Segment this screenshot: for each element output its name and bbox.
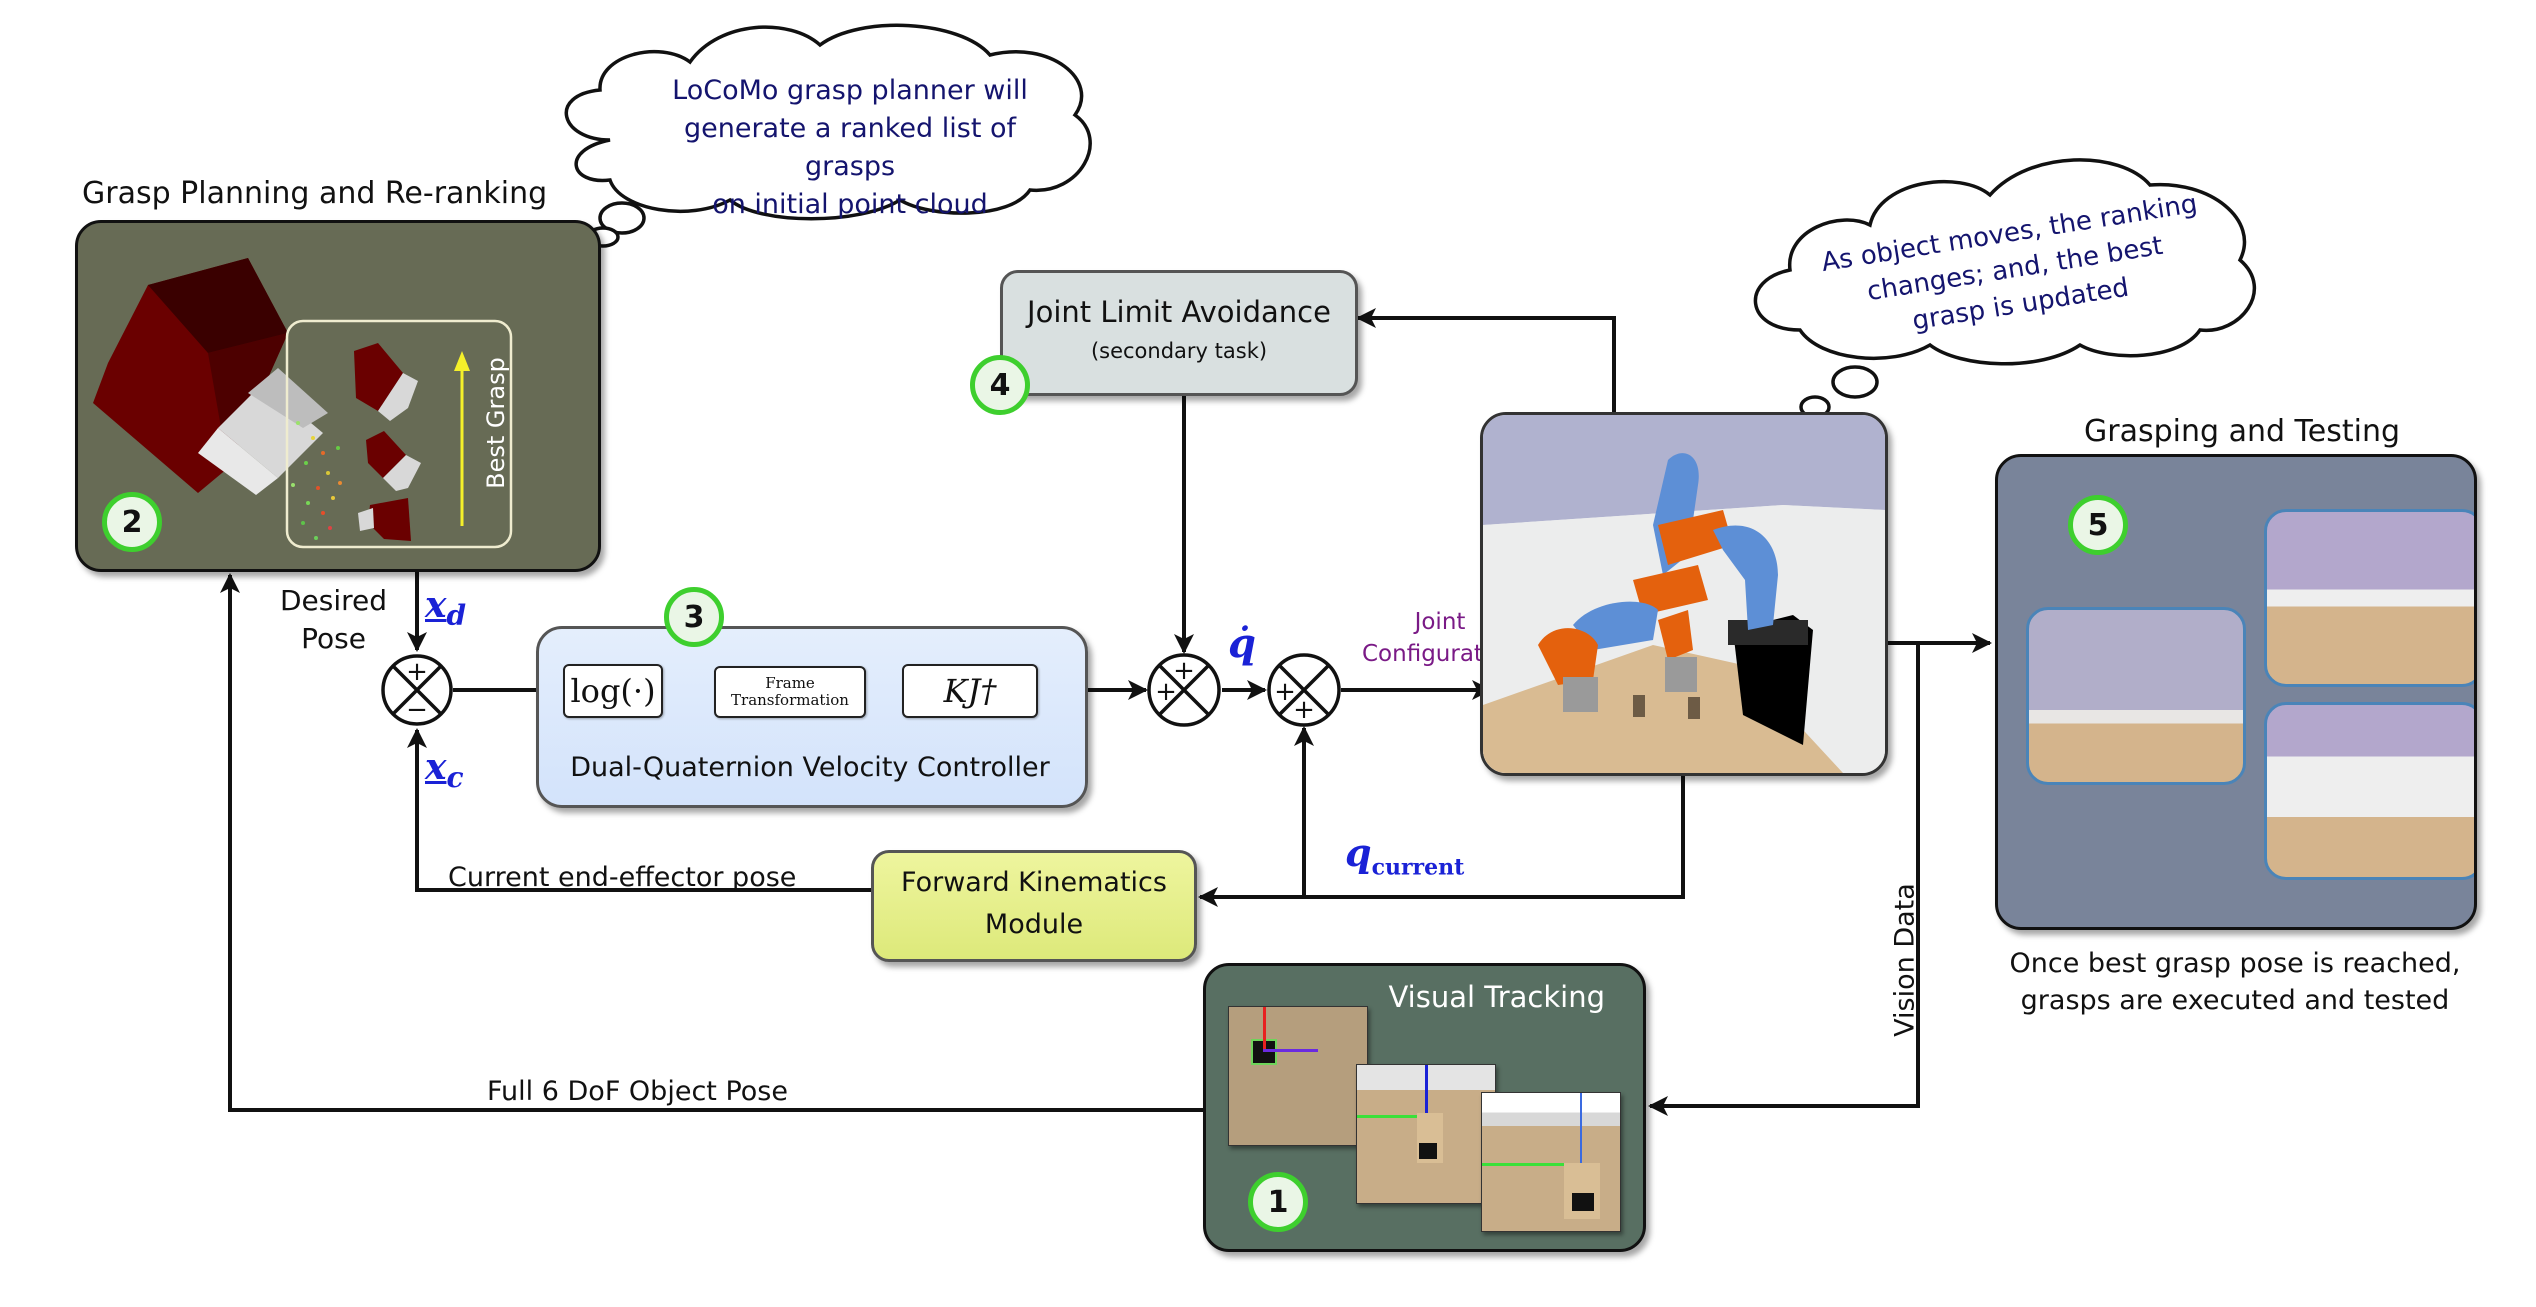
wire-robot-joint-limit xyxy=(1356,308,1616,412)
current-ee-pose-label: Current end-effector pose xyxy=(448,862,797,893)
axis-y-icon xyxy=(1357,1115,1427,1118)
x-c-symbol: xc xyxy=(425,746,464,794)
x-d-subscript: d xyxy=(446,599,467,633)
axis-z-icon xyxy=(1580,1093,1582,1163)
frame-block-line: Frame xyxy=(765,674,815,692)
q-dot-symbol: q̇ xyxy=(1228,620,1256,667)
axis-x-icon xyxy=(1263,1007,1266,1049)
best-grasp-arrowhead-icon xyxy=(454,351,470,371)
grasp-planning-panel: Best Grasp xyxy=(75,220,601,572)
fiducial-marker-icon xyxy=(1419,1143,1437,1159)
grasp-test-scene-2 xyxy=(2264,509,2474,687)
sum-junction-1 xyxy=(381,654,453,726)
best-grasp-label: Best Grasp xyxy=(482,357,510,489)
sum-junction-3 xyxy=(1267,653,1341,727)
thought-line: generate a ranked list of grasps xyxy=(683,113,1017,182)
sum1-plus: + xyxy=(406,657,428,687)
step-badge-1: 1 xyxy=(1248,1172,1308,1232)
sum1-minus: − xyxy=(406,695,428,725)
controller-title: Dual-Quaternion Velocity Controller xyxy=(570,752,1050,783)
tracking-frame-2 xyxy=(1356,1064,1496,1204)
sum2-plus-top: + xyxy=(1173,656,1195,686)
joint-limit-title: Joint Limit Avoidance xyxy=(1027,295,1331,329)
joint-config-line: Joint xyxy=(1414,609,1466,635)
wire-current-ee-pose xyxy=(407,728,871,892)
caption-line: Once best grasp pose is reached, xyxy=(2009,948,2461,979)
axis-z-icon xyxy=(1425,1065,1428,1115)
robot-render xyxy=(1483,415,1885,773)
step-badge-2: 2 xyxy=(102,492,162,552)
axis-y-icon xyxy=(1482,1163,1582,1166)
joint-limit-panel: Joint Limit Avoidance (secondary task) xyxy=(1000,270,1358,396)
fk-title-line: Module xyxy=(984,909,1084,940)
axis-z-icon xyxy=(1263,1049,1318,1052)
grasp-planning-title: Grasp Planning and Re-ranking xyxy=(82,176,548,211)
robot-simulation-panel xyxy=(1480,412,1888,776)
grasping-testing-caption: Once best grasp pose is reached, grasps … xyxy=(1995,945,2475,1019)
grasp-test-scene-1 xyxy=(2026,607,2246,785)
grasping-testing-title: Grasping and Testing xyxy=(2084,414,2401,449)
x-c-base: x xyxy=(425,746,447,788)
q-current-subscript: current xyxy=(1371,854,1465,881)
frame-block-line: Transformation xyxy=(731,691,849,709)
point-cloud xyxy=(291,421,342,540)
kj-pseudoinverse-block: KJ† xyxy=(902,664,1038,718)
x-d-base: x xyxy=(425,584,447,626)
grasp-test-scene-3 xyxy=(2264,702,2474,880)
q-current-symbol: qcurrent xyxy=(1345,830,1464,881)
sum-junction-2 xyxy=(1147,653,1221,727)
step-badge-5: 5 xyxy=(2068,495,2128,555)
wire-full-6dof xyxy=(220,573,1205,1112)
joint-limit-subtitle: (secondary task) xyxy=(1090,339,1268,363)
visual-tracking-title: Visual Tracking xyxy=(1388,980,1605,1014)
sum3-plus-bottom: + xyxy=(1293,695,1315,725)
thought-line: LoCoMo grasp planner will xyxy=(672,75,1028,106)
grasping-testing-panel xyxy=(1995,454,2477,930)
tracking-frame-1 xyxy=(1228,1006,1368,1146)
thought-line: on initial point cloud xyxy=(712,189,988,220)
frame-transformation-block: Frame Transformation xyxy=(714,666,866,718)
tracking-frame-3 xyxy=(1481,1092,1621,1232)
x-c-subscript: c xyxy=(446,761,464,795)
caption-line: grasps are executed and tested xyxy=(2020,985,2450,1016)
log-block: log(·) xyxy=(563,664,663,718)
sum3-plus-left: + xyxy=(1274,677,1296,707)
fiducial-marker-icon xyxy=(1572,1193,1594,1211)
wire-vision-data xyxy=(1648,643,1920,1116)
full-6dof-label: Full 6 DoF Object Pose xyxy=(487,1076,788,1107)
desired-pose-line: Pose xyxy=(301,622,366,655)
desired-pose-line: Desired xyxy=(280,584,388,617)
step-badge-4: 4 xyxy=(970,355,1030,415)
grasp-render xyxy=(93,258,513,549)
sum2-plus-left: + xyxy=(1155,677,1177,707)
x-d-symbol: xd xyxy=(425,584,466,632)
forward-kinematics-panel: Forward Kinematics Module xyxy=(871,850,1197,962)
thought-text-grasp-planner: LoCoMo grasp planner will generate a ran… xyxy=(640,72,1060,224)
q-current-base: q xyxy=(1345,830,1372,875)
fk-title-line: Forward Kinematics xyxy=(901,867,1167,898)
vision-data-label: Vision Data xyxy=(1889,883,1921,1037)
step-badge-3: 3 xyxy=(664,587,724,647)
desired-pose-label: Desired Pose xyxy=(280,582,387,658)
wire-q-current xyxy=(1198,770,1685,907)
ranked-list-frame xyxy=(285,319,513,549)
